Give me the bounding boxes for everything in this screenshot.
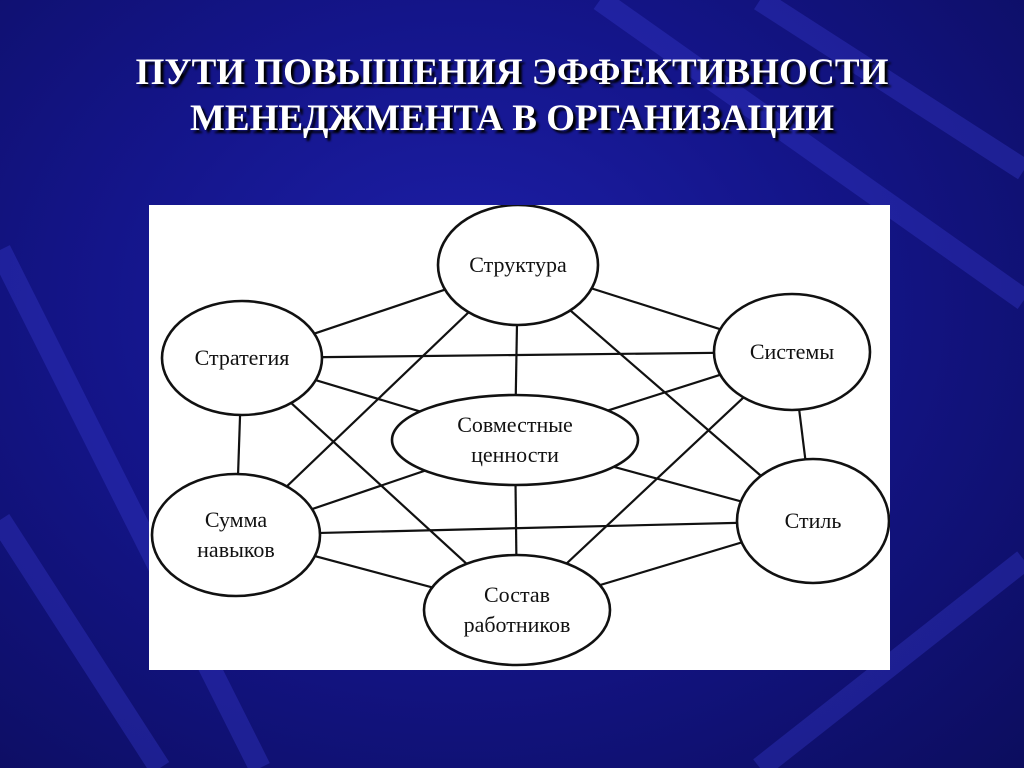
node-staff-label-2: работников	[464, 612, 571, 637]
node-structure-ellipse	[436, 205, 600, 327]
node-style-ellipse	[735, 457, 890, 585]
node-style: Стиль	[735, 457, 890, 585]
node-systems-label-1: Системы	[750, 339, 835, 364]
node-skills-label-2: навыков	[197, 537, 275, 562]
edge-style-skills	[235, 519, 814, 537]
node-strategy: Стратегия	[160, 299, 324, 417]
node-skills: Сумма навыков	[150, 472, 322, 598]
node-systems-ellipse	[712, 292, 872, 412]
node-staff-label-1: Состав	[484, 582, 550, 607]
node-systems: Системы	[712, 292, 872, 412]
slide-title-line-2: МЕНЕДЖМЕНТА В ОРГАНИЗАЦИИ	[190, 98, 834, 139]
slide-title: ПУТИ ПОВЫШЕНИЯ ЭФФЕКТИВНОСТИ МЕНЕДЖМЕНТА…	[0, 50, 1024, 142]
node-staff-ellipse	[422, 553, 612, 667]
node-strategy-ellipse	[160, 299, 324, 417]
node-style-label-1: Стиль	[785, 508, 842, 533]
node-values-label-1: Совместные	[457, 412, 573, 437]
node-values: Совместные ценности	[390, 393, 640, 487]
node-values-ellipse	[390, 393, 640, 487]
node-strategy-label-1: Стратегия	[195, 345, 290, 370]
node-staff: Состав работников	[422, 553, 612, 667]
slide-title-line-1: ПУТИ ПОВЫШЕНИЯ ЭФФЕКТИВНОСТИ	[135, 52, 889, 93]
node-skills-ellipse	[150, 472, 322, 598]
node-structure-label-1: Структура	[469, 252, 567, 277]
node-values-label-2: ценности	[471, 442, 559, 467]
node-skills-label-1: Сумма	[205, 507, 268, 532]
node-structure: Структура	[436, 205, 600, 327]
